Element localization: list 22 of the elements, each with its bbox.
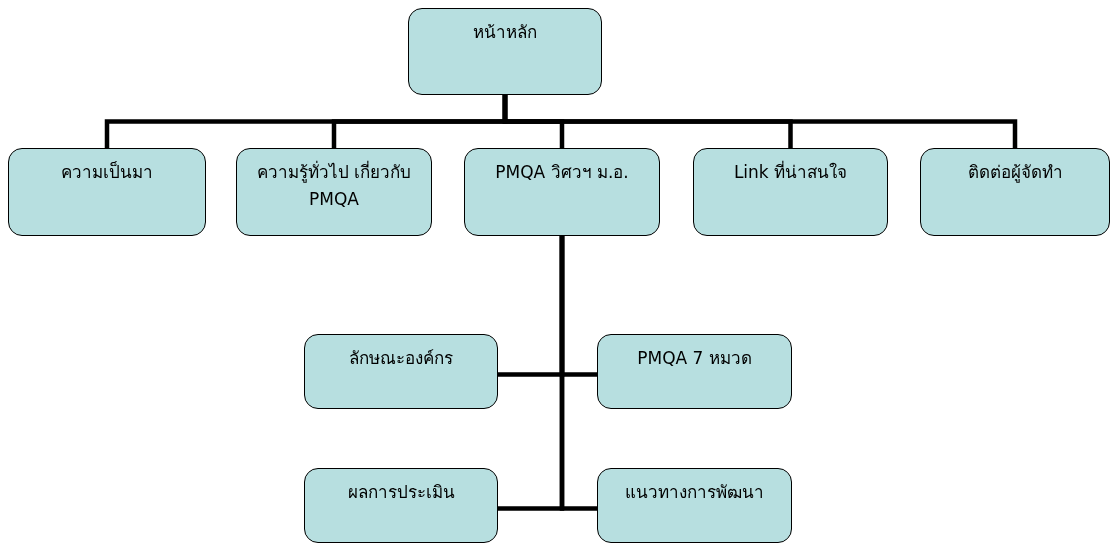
menu-box (597, 468, 792, 543)
menu-box (8, 148, 206, 236)
menu-label: Link ที่น่าสนใจ (733, 159, 848, 184)
menu-box (920, 148, 1110, 236)
menu-box (408, 8, 602, 95)
menu-box (464, 148, 660, 236)
menu-box (236, 148, 432, 236)
menu-box (597, 334, 792, 409)
menu-label: ความเป็นมา (61, 160, 153, 184)
menu-label: PMQA วิศวฯ ม.อ. (495, 161, 629, 184)
menu-label: ลักษณะองค์กร (349, 347, 453, 370)
menu-label: ผลการประเมิน (347, 481, 455, 504)
menu-label: หน้าหลัก (473, 21, 537, 44)
menu-box (304, 468, 498, 543)
menu-box (304, 334, 498, 409)
menu-label: ติดต่อผู้จัดทำ (967, 161, 1063, 185)
menu-label: แนวทางการพัฒนา (625, 481, 764, 504)
menu-label: ความรู้ทั่วไป เกี่ยวกับ PMQA (255, 159, 413, 211)
menu-label: PMQA 7 หมวด (637, 347, 752, 370)
connector-line (502, 95, 1018, 148)
connector-line (559, 236, 597, 511)
menu-box (693, 148, 888, 236)
